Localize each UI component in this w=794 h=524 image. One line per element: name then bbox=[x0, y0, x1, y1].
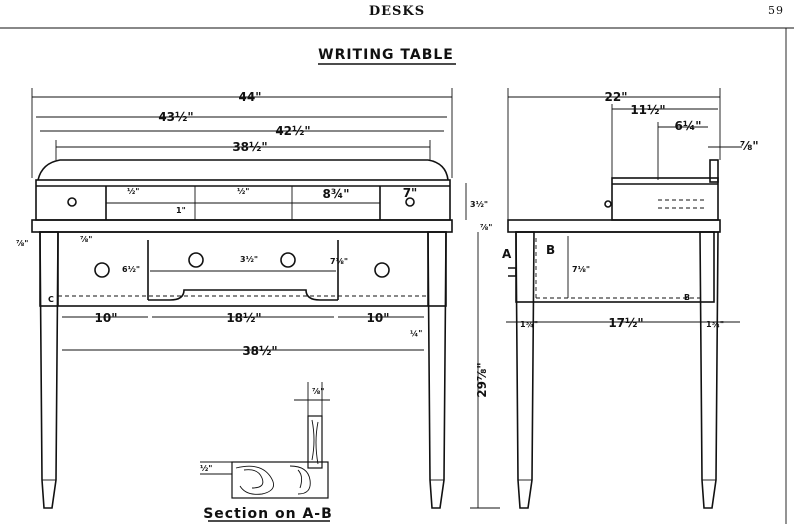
gallery-back bbox=[37, 159, 449, 181]
dim-gallery-inner: 6¼" bbox=[674, 119, 701, 133]
dim-side-leg-left: 1¾" bbox=[520, 320, 538, 329]
dim-side-drawer-right: 10" bbox=[367, 311, 390, 325]
dim-drawer-height: 6½" bbox=[122, 264, 140, 274]
section-vertical-member bbox=[307, 415, 323, 469]
drawer-knob-4 bbox=[374, 262, 390, 278]
drawer-knob-1 bbox=[94, 262, 110, 278]
dim-overall-depth: 22" bbox=[605, 90, 628, 104]
dim-section-side: ½" bbox=[200, 463, 212, 473]
apron bbox=[39, 231, 447, 307]
dim-label-e: ⅞" bbox=[16, 239, 28, 248]
dim-gallery-depth: 11½" bbox=[630, 103, 665, 117]
corner-label: C bbox=[48, 295, 54, 304]
page-header-title: DESKS bbox=[368, 4, 426, 19]
dim-gallery-height: 3½" bbox=[470, 199, 488, 209]
dim-side-leg-right: 1¾" bbox=[706, 320, 724, 329]
section-ab: ⅞" ½" Section on A-B bbox=[200, 382, 333, 522]
side-label-a: A bbox=[502, 247, 512, 261]
drawer-knob-2 bbox=[188, 252, 204, 268]
side-label-b: B bbox=[546, 243, 555, 257]
gallery-drawer-knob-right bbox=[405, 197, 415, 207]
drawer-knob-3 bbox=[280, 252, 296, 268]
table-top bbox=[31, 219, 453, 233]
side-gallery-knob bbox=[604, 200, 612, 208]
dim-apron-thickness: ⅞" bbox=[80, 235, 92, 244]
dim-label-a: ½" bbox=[127, 186, 139, 196]
dim-section-top: ⅞" bbox=[312, 387, 324, 396]
dim-center-drawer-height: 3½" bbox=[240, 254, 258, 264]
dim-side-apron-height: 7⅛" bbox=[572, 265, 590, 274]
side-leg-back bbox=[699, 231, 719, 509]
dim-between-legs: 38½" bbox=[242, 344, 277, 358]
dim-top-thickness: ⅞" bbox=[480, 223, 492, 232]
dim-overall-height: 29⅞" bbox=[475, 362, 489, 397]
dim-pigeonhole: 8¾" bbox=[322, 187, 349, 201]
dim-label-d: ¼" bbox=[410, 328, 422, 338]
dim-side-between-legs: 17½" bbox=[608, 316, 643, 330]
side-label-b2: B bbox=[684, 293, 690, 302]
side-pull bbox=[508, 267, 517, 277]
dim-rail-height: 7⅛" bbox=[330, 257, 348, 266]
dim-post-width: ⅞" bbox=[740, 139, 759, 153]
dim-gallery-width: 38½" bbox=[232, 140, 267, 154]
dim-label-c: ½" bbox=[237, 186, 249, 196]
section-caption: Section on A-B bbox=[203, 506, 333, 522]
gallery-drawer-knob-left bbox=[67, 197, 77, 207]
dim-side-drawer-left: 10" bbox=[95, 311, 118, 325]
dim-back-rail-width: 42½" bbox=[275, 124, 310, 138]
front-leg-left bbox=[39, 231, 59, 509]
drawing-title: WRITING TABLE bbox=[318, 47, 454, 63]
side-leg-front bbox=[515, 231, 535, 509]
section-horizontal-member bbox=[231, 461, 329, 499]
page-number: 59 bbox=[768, 4, 784, 17]
dim-center-drawer: 18½" bbox=[226, 311, 261, 325]
knee-arch bbox=[148, 289, 338, 301]
side-back-post bbox=[709, 159, 719, 183]
front-view: 44" 43½" 42½" 38½" 7" 8¾" ½" 1" ½" 3½" ⅞… bbox=[16, 88, 500, 509]
dim-top-width: 43½" bbox=[158, 110, 193, 124]
side-table-top bbox=[507, 219, 721, 233]
dim-overall-width: 44" bbox=[239, 90, 262, 104]
dim-small-drawer: 7" bbox=[403, 186, 418, 200]
dim-label-b: 1" bbox=[176, 206, 186, 215]
front-leg-right bbox=[427, 231, 447, 509]
side-view: 22" 11½" 6¼" ⅞" 7⅛" A B B 1¾" bbox=[502, 88, 759, 509]
